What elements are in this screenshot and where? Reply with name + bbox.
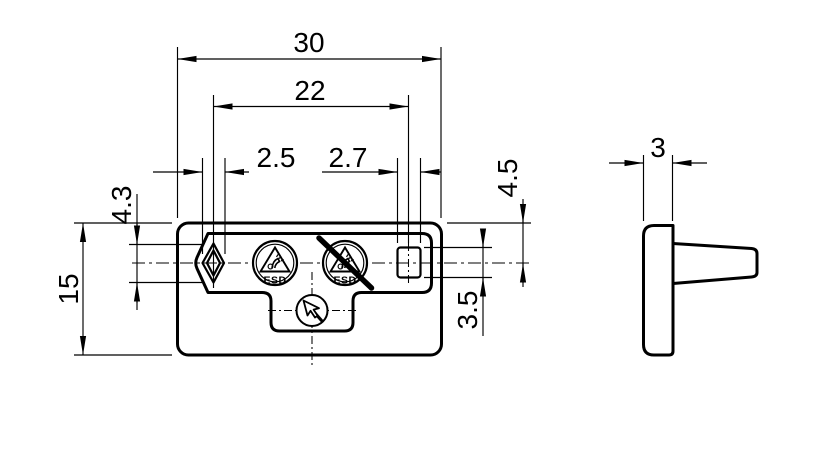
esd-label: ESD [263, 275, 286, 287]
dimension-center-distance: 22 [212, 75, 410, 285]
dimension-diamond-width: 2.5 [153, 142, 295, 254]
dimension-value: 2.7 [329, 142, 368, 173]
side-view [642, 224, 759, 357]
front-view: ESD [132, 221, 531, 368]
diamond-outer [201, 242, 226, 284]
esd-fingers [275, 254, 284, 262]
cursor-icon [268, 272, 356, 368]
dimension-value: 15 [53, 273, 84, 304]
esd-inner-circle [255, 243, 295, 283]
dimension-plate-thickness: 3 [609, 132, 707, 221]
dimension-top-to-centerline: 4.5 [447, 159, 531, 287]
part-outline [176, 221, 443, 357]
dimension-diamond-height: 4.3 [106, 186, 204, 310]
dimension-total-width: 30 [176, 27, 442, 218]
esd-outer-circle [251, 239, 299, 287]
dimension-value: 3.5 [452, 291, 483, 330]
diamond-inner [205, 249, 222, 277]
esd-triangle [258, 245, 292, 273]
esd-protected-icon: ESD [251, 239, 299, 287]
dimension-square-height: 3.5 [424, 228, 492, 336]
dimension-value: 22 [294, 75, 325, 106]
inner-contour [194, 232, 433, 333]
esd-hand [271, 257, 281, 269]
dimension-value: 3 [650, 132, 666, 163]
cursor-arrow [302, 299, 320, 319]
dimension-value: 4.3 [106, 186, 137, 225]
side-tab-outline [671, 242, 759, 285]
side-plate-outline [642, 224, 675, 357]
dimension-value: 2.5 [257, 142, 296, 173]
esd-cross-slash [316, 235, 375, 291]
dimension-value: 30 [293, 27, 324, 58]
diamond-icon [201, 238, 226, 288]
dimension-value: 4.5 [492, 159, 523, 198]
dimension-total-height: 15 [53, 222, 172, 356]
dimension-square-width: 2.7 [322, 142, 441, 243]
